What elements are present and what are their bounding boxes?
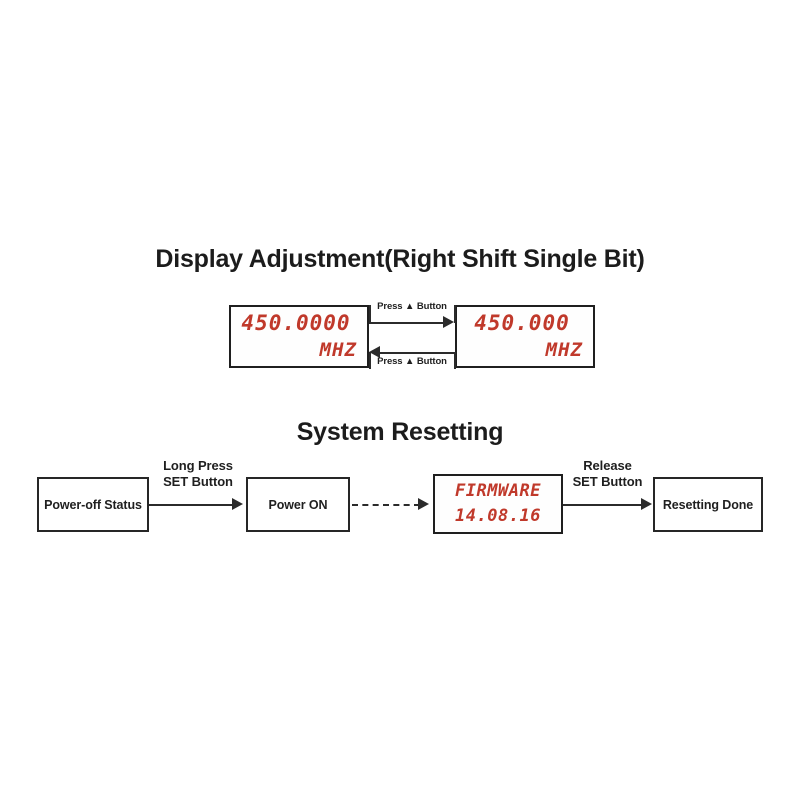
lcd-right-unit: MHZ	[545, 339, 583, 361]
display-adjustment-title: Display Adjustment(Right Shift Single Bi…	[155, 245, 645, 273]
step-lcd-firmware: FIRMWARE 14.08.16	[433, 474, 563, 534]
step-label-power-off-status: Power-off Status	[44, 497, 142, 512]
arrow-top-head-icon	[443, 316, 454, 328]
connector-arrow-long-press-icon	[232, 498, 243, 510]
lcd-panel-left: 450.0000 MHZ	[229, 305, 369, 368]
arrow-bottom-line	[380, 352, 455, 354]
firmware-lcd-line2: 14.08.16	[455, 506, 541, 526]
arrow-bottom-head-icon	[369, 346, 380, 358]
firmware-lcd-line1: FIRMWARE	[455, 481, 541, 501]
arrow-top-label: Press ▲ Button	[377, 301, 447, 312]
arrow-top-line	[369, 322, 446, 324]
lcd-panel-right: 450.000 MHZ	[455, 305, 595, 368]
connector-label-release: Release SET Button	[560, 458, 655, 491]
connector-label-long-press-line2: SET Button	[163, 474, 233, 490]
connector-label-long-press: Long Press SET Button	[148, 458, 248, 491]
lcd-right-value: 450.000	[474, 311, 570, 335]
connector-line-boot	[352, 504, 420, 506]
arrow-top-left-stub	[369, 305, 371, 323]
lcd-left-unit: MHZ	[319, 339, 357, 361]
connector-arrow-release-icon	[641, 498, 652, 510]
step-box-resetting-done: Resetting Done	[653, 477, 763, 532]
connector-line-release	[563, 504, 643, 506]
step-box-power-on: Power ON	[246, 477, 350, 532]
step-label-resetting-done: Resetting Done	[662, 497, 754, 512]
arrow-bottom-left-stub	[369, 352, 371, 369]
arrow-bottom-label: Press ▲ Button	[377, 356, 447, 367]
arrow-bottom-right-stub	[454, 352, 456, 369]
arrow-top-right-stub	[454, 305, 456, 323]
step-label-power-on: Power ON	[268, 497, 328, 512]
connector-label-long-press-line1: Long Press	[163, 458, 233, 473]
connector-label-release-line2: SET Button	[572, 474, 643, 490]
connector-arrow-boot-icon	[418, 498, 429, 510]
connector-line-long-press	[149, 504, 234, 506]
lcd-left-value: 450.0000	[241, 311, 351, 335]
connector-label-release-line1: Release	[583, 458, 632, 473]
system-resetting-title: System Resetting	[296, 418, 504, 446]
step-box-power-off-status: Power-off Status	[37, 477, 149, 532]
